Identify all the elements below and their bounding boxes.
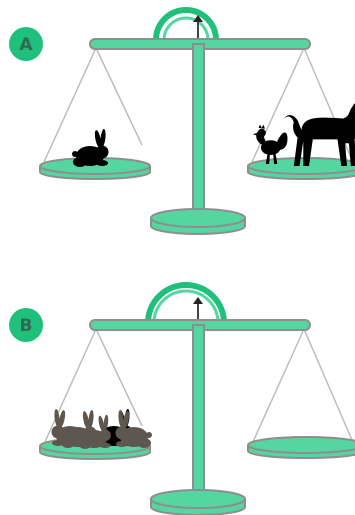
panel-a-left-pan: [39, 157, 151, 180]
panel-a-gauge: [153, 7, 219, 41]
panel-a-pillar: [192, 43, 205, 221]
rabbit-icon: [72, 128, 109, 167]
panel-a: A: [9, 7, 355, 235]
panel-a-label: A: [19, 35, 33, 55]
panel-b-right-pan: [247, 436, 355, 459]
panel-b-label: B: [20, 316, 33, 336]
panel-b-pillar: [192, 324, 205, 502]
dog-icon: [284, 103, 355, 166]
panel-b-base: [150, 489, 246, 515]
panel-a-right-pan: [247, 157, 355, 180]
panel-b-gauge: [145, 282, 227, 324]
panel-b-strings: [43, 328, 353, 445]
pointer-arrow-icon: [193, 297, 203, 304]
pointer-arrow-icon: [193, 15, 203, 22]
panel-a-badge: A: [9, 27, 43, 61]
panel-a-base: [150, 208, 246, 235]
panel-b: B: [9, 282, 355, 515]
rabbit-icon: [115, 409, 152, 448]
panel-b-badge: B: [9, 308, 43, 342]
